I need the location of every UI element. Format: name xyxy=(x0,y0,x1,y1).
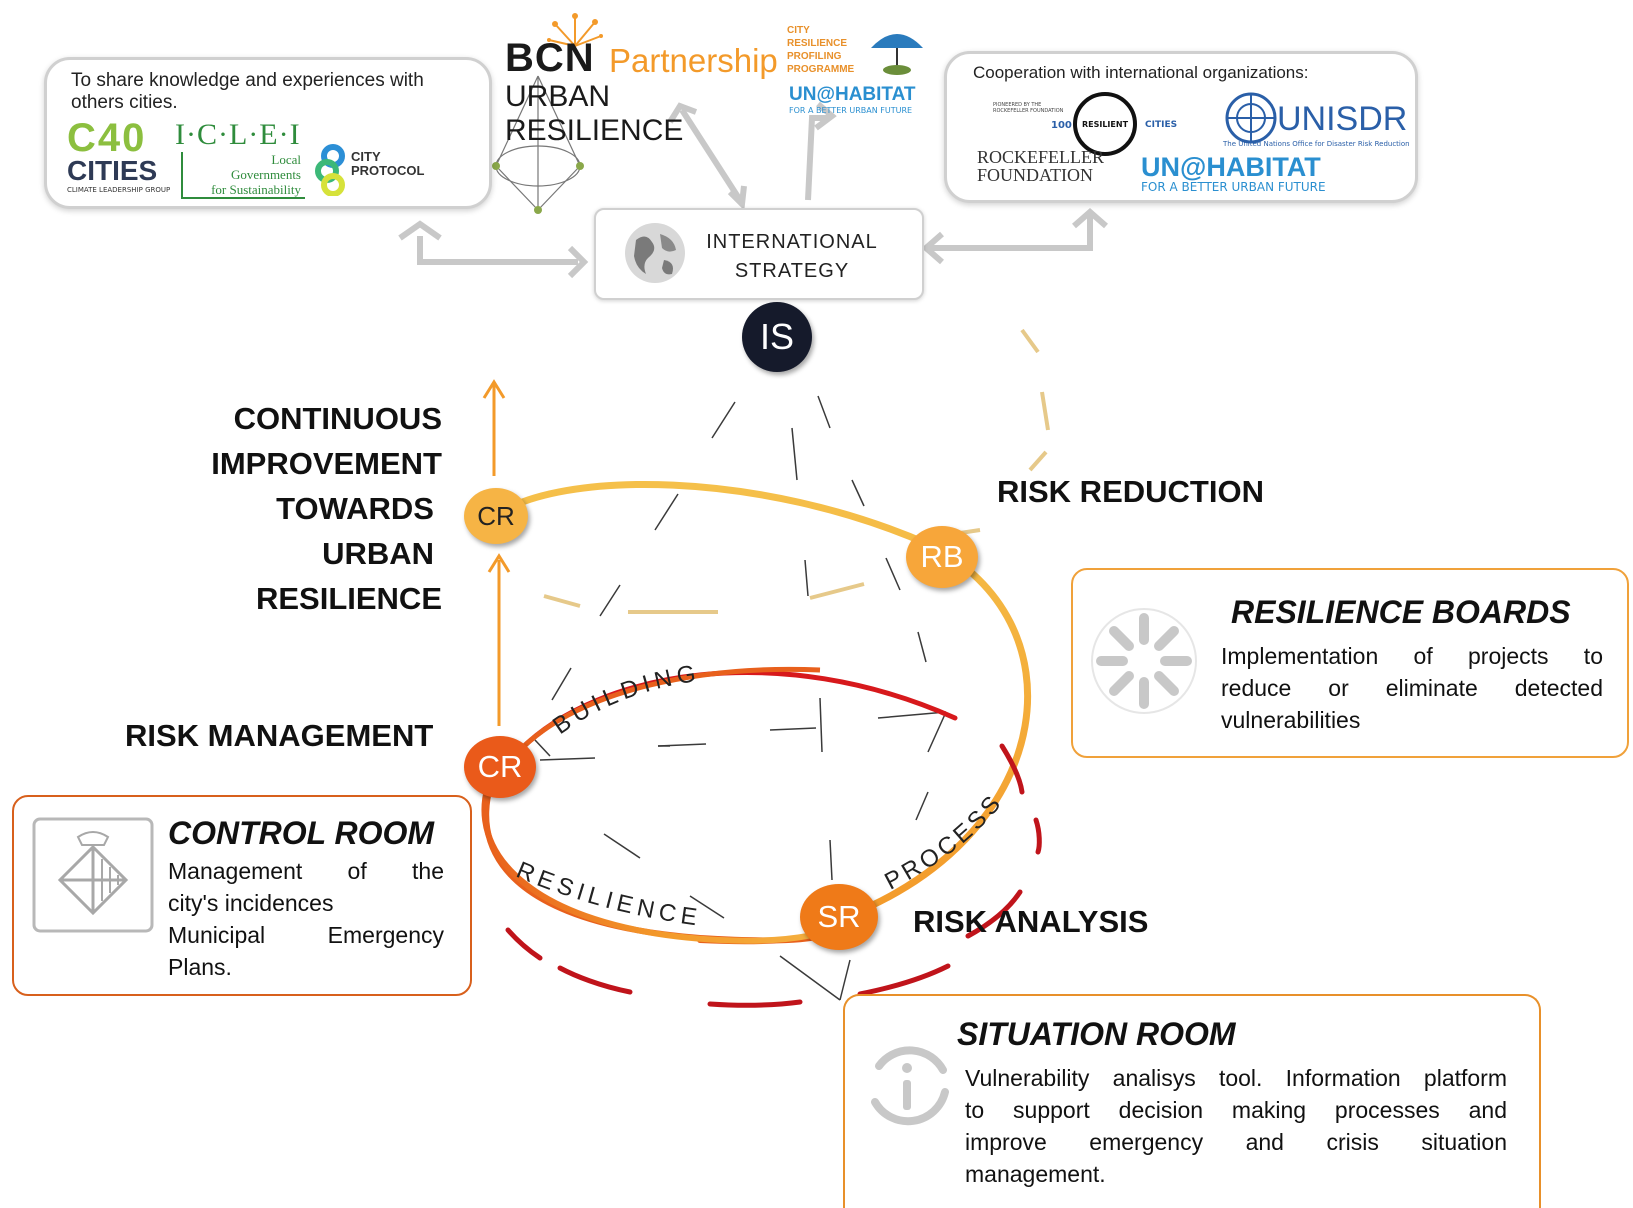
urban-resilience-text: URBAN RESILIENCE xyxy=(505,80,684,147)
crpp-line3: PROFILING xyxy=(787,51,842,62)
continuous-line2: IMPROVEMENT xyxy=(211,446,442,481)
resilient-text: RESILIENT xyxy=(1081,119,1129,129)
city-protocol-line1: CITY xyxy=(351,149,381,164)
info-icon xyxy=(871,1046,949,1126)
international-partners-card: Cooperation with international organizat… xyxy=(944,51,1418,203)
cr-line2: city's incidences xyxy=(168,890,334,916)
international-partners-heading: Cooperation with international organizat… xyxy=(973,63,1309,82)
cities-text: CITIES xyxy=(1145,120,1178,130)
crpp-un-habitat: UN@HABITAT xyxy=(789,84,916,105)
c40-tagline: CLIMATE LEADERSHIP GROUP xyxy=(67,186,171,194)
unisdr-subtitle: The United Nations Office for Disaster R… xyxy=(1223,140,1410,148)
un-habitat-tagline: FOR A BETTER URBAN FUTURE xyxy=(1141,180,1326,194)
risk-reduction-label: RISK REDUCTION xyxy=(997,474,1264,509)
iclei-logo: I·C·L·E·I Local Governments for Sustaina… xyxy=(175,118,305,199)
barcelona-coat-of-arms-icon xyxy=(32,817,154,933)
control-room-box: CONTROL ROOM Management of the city's in… xyxy=(12,795,472,996)
hundred-text: 100 xyxy=(1051,120,1072,131)
situation-room-description: Vulnerability analisys tool. Information… xyxy=(965,1062,1507,1190)
globe-icon xyxy=(625,223,685,283)
dashed-lines xyxy=(534,395,947,1001)
continuous-line5: RESILIENCE xyxy=(255,581,442,616)
cr-line3: Municipal Emergency xyxy=(168,922,444,948)
connector-arrows xyxy=(398,101,1108,279)
continuous-line1: CONTINUOUS xyxy=(233,401,442,436)
iclei-line1: Local xyxy=(271,152,301,167)
risk-management-label: RISK MANAGEMENT xyxy=(125,718,434,753)
crpp-line2: RESILIENCE xyxy=(787,38,848,49)
iclei-text: I·C·L·E·I xyxy=(175,118,301,151)
rb-line3: vulnerabilities xyxy=(1221,707,1361,733)
city-protocol-logo: CITY PROTOCOL xyxy=(313,144,424,200)
loading-spinner-icon xyxy=(1091,608,1197,714)
iclei-line3: for Sustainability xyxy=(211,182,301,197)
improvement-arrows xyxy=(482,379,511,726)
cr-top-node: CR xyxy=(464,488,528,544)
red-dashed-arc xyxy=(505,743,1042,1008)
city-partners-heading: To share knowledge and experiences with … xyxy=(71,70,424,113)
is-node: IS xyxy=(742,302,812,372)
resilience-boards-title: RESILIENCE BOARDS xyxy=(1231,594,1571,630)
rb-line2: reduce or eliminate detected xyxy=(1221,675,1603,701)
international-strategy-box: INTERNATIONAL STRATEGY xyxy=(594,208,924,300)
crpp-line1: CITY xyxy=(787,25,810,36)
cr-main-node: CR xyxy=(464,736,536,798)
situation-room-title: SITUATION ROOM xyxy=(957,1016,1236,1052)
sr-line1: Vulnerability analisys tool. Information… xyxy=(965,1065,1507,1091)
strategy-line1: INTERNATIONAL xyxy=(706,231,878,253)
sr-node: SR xyxy=(800,884,878,950)
umbrella-icon xyxy=(871,34,923,75)
c40-cities-text: CITIES xyxy=(67,155,158,186)
bcn-partnership-logo: BCN Partnership URBAN RESILIENCE xyxy=(505,10,778,147)
control-room-description: Management of the city's incidences Muni… xyxy=(168,855,444,983)
bcn-splash-icon xyxy=(547,13,603,47)
city-protocol-icon xyxy=(315,144,345,197)
rf-pioneered-text: PIONEERED BY THE ROCKEFELLER FOUNDATION xyxy=(993,102,1064,114)
arc-word-process: PROCESS xyxy=(880,788,1008,895)
resilience-boards-description: Implementation of projects to reduce or … xyxy=(1221,640,1603,736)
iclei-line2: Governments xyxy=(230,167,301,182)
continuous-line4: URBAN xyxy=(322,536,434,571)
arc-word-building: BUILDING xyxy=(548,659,703,739)
sr-line3: improve emergency and crisis situation xyxy=(965,1129,1507,1155)
crpp-logo: CITY RESILIENCE PROFILING PROGRAMME UN@H… xyxy=(787,24,927,118)
crpp-tagline: FOR A BETTER URBAN FUTURE xyxy=(789,106,913,115)
rockefeller-line1: ROCKEFELLER xyxy=(977,147,1105,167)
rb-line1: Implementation of projects to xyxy=(1221,643,1603,669)
control-room-title: CONTROL ROOM xyxy=(168,815,435,851)
crpp-line4: PROGRAMME xyxy=(787,64,855,75)
c40-logo: C40 CITIES CLIMATE LEADERSHIP GROUP xyxy=(67,116,171,194)
partnership-text: Partnership xyxy=(609,42,778,79)
cr-line1: Management of the xyxy=(168,858,444,884)
city-partners-card: To share knowledge and experiences with … xyxy=(44,57,492,209)
continuous-line3: TOWARDS xyxy=(276,491,434,526)
c40-logo-text: C40 xyxy=(67,116,147,160)
tan-dashes xyxy=(543,328,1050,614)
sr-line2: to support decision making processes and xyxy=(965,1097,1507,1123)
sr-line4: management. xyxy=(965,1161,1106,1187)
un-habitat-text: UN@HABITAT xyxy=(1141,152,1321,182)
rockefeller-line2: FOUNDATION xyxy=(977,165,1093,185)
strategy-line2: STRATEGY xyxy=(734,260,850,282)
resilience-boards-box: RESILIENCE BOARDS Implementation of proj… xyxy=(1071,568,1629,758)
situation-room-box: SITUATION ROOM Vulnerability analisys to… xyxy=(843,994,1541,1208)
rb-node: RB xyxy=(906,526,978,588)
resilient-cities-logo: RESILIENT xyxy=(1073,92,1137,156)
un-emblem-icon xyxy=(1225,92,1277,144)
unisdr-text: UNISDR xyxy=(1277,100,1408,138)
city-protocol-line2: PROTOCOL xyxy=(351,163,425,178)
risk-analysis-label: RISK ANALYSIS xyxy=(913,904,1149,939)
continuous-improvement-label: CONTINUOUS IMPROVEMENT TOWARDS URBAN RES… xyxy=(180,396,442,621)
cr-line4: Plans. xyxy=(168,954,232,980)
bcn-text: BCN xyxy=(505,36,595,80)
